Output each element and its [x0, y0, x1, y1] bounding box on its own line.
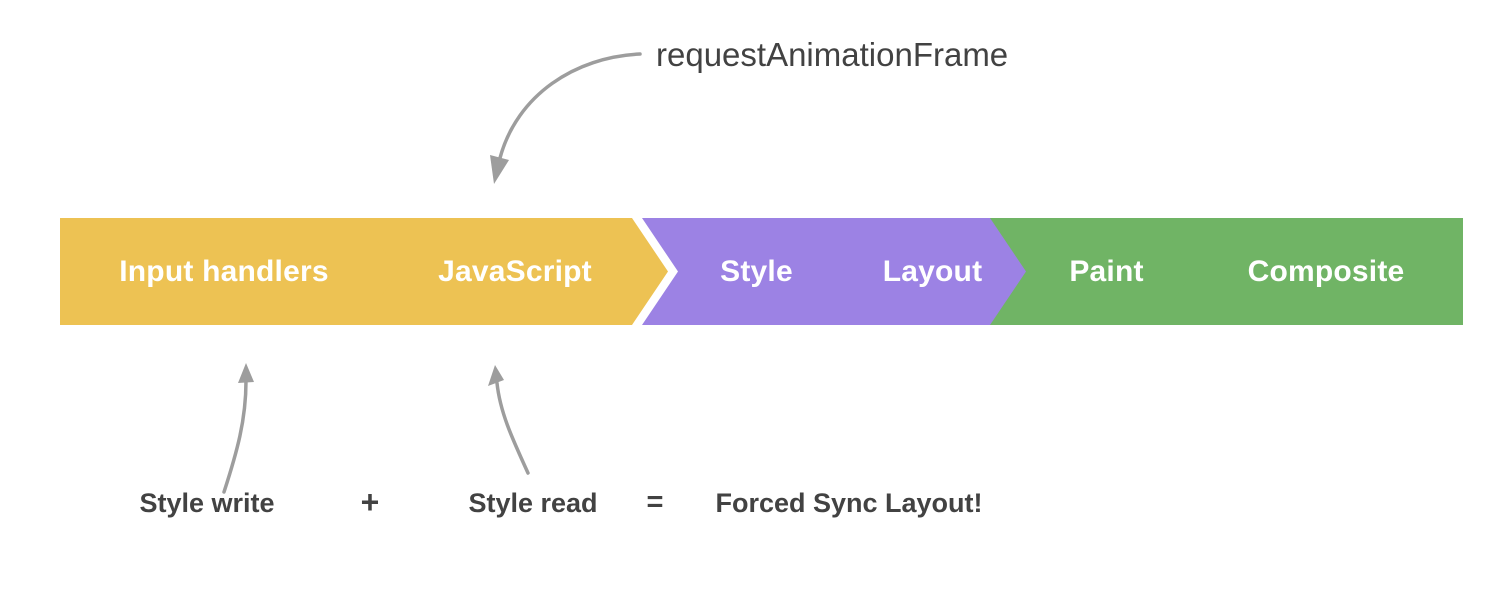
raf-arrow-icon: [490, 52, 642, 184]
style-write-label: Style write: [139, 488, 275, 518]
segment-label: Composite: [1247, 254, 1405, 288]
rendering-pipeline-bar: Input handlers JavaScript Style Layout P…: [0, 218, 1496, 325]
style-read-arrow-icon: [488, 365, 530, 475]
style-read-label: Style read: [468, 488, 598, 518]
forced-sync-layout-label: Forced Sync Layout!: [715, 488, 983, 518]
plus-sign: +: [360, 484, 380, 520]
pipeline-segment-composite: Composite: [1157, 218, 1463, 325]
segment-label: Paint: [1069, 254, 1144, 288]
segment-label: Input handlers: [119, 254, 329, 288]
segment-label: Style: [720, 254, 793, 288]
style-write-arrow-icon: [222, 363, 254, 494]
segment-label: Layout: [882, 254, 983, 288]
pipeline-segment-layout: Layout: [809, 218, 1036, 325]
pipeline-segment-javascript: JavaScript: [362, 218, 668, 325]
pipeline-segment-input-handlers: Input handlers: [60, 218, 418, 325]
equals-sign: =: [646, 486, 664, 518]
raf-annotation-label: requestAnimationFrame: [656, 36, 1009, 73]
segment-label: JavaScript: [438, 254, 592, 288]
